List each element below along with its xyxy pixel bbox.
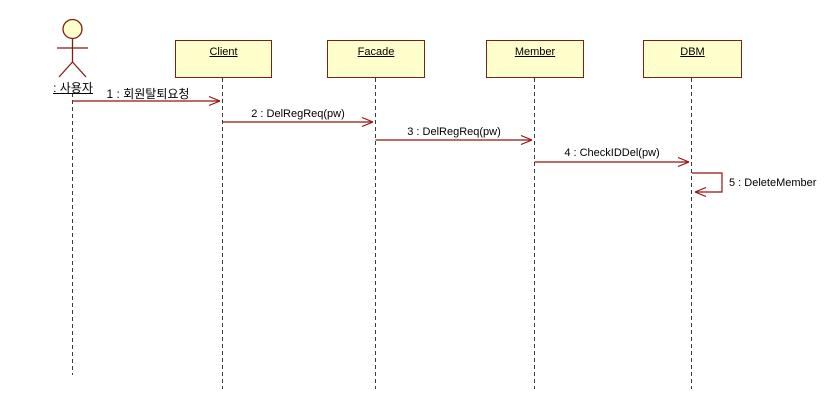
message-3-label: 3 : DelRegReq(pw) [407,126,501,138]
object-label-client: Client [209,46,238,58]
object-box-client: Client [175,40,272,78]
actor-icon [57,18,88,78]
message-5-self-arrow [692,172,723,198]
message-2-label: 2 : DelRegReq(pw) [251,108,345,120]
actor-label: : 사용자 [53,81,93,95]
object-box-member: Member [486,40,584,78]
object-label-facade: Facade [357,46,395,58]
message-5-label: 5 : DeleteMember [729,177,817,189]
message-4-label: 4 : CheckIDDel(pw) [564,147,660,159]
object-box-facade: Facade [327,40,425,78]
message-1-label: 1 : 회원탈퇴요청 [106,87,190,101]
object-box-dbm: DBM [643,40,742,78]
object-label-member: Member [514,46,556,58]
object-label-dbm: DBM [680,46,705,58]
